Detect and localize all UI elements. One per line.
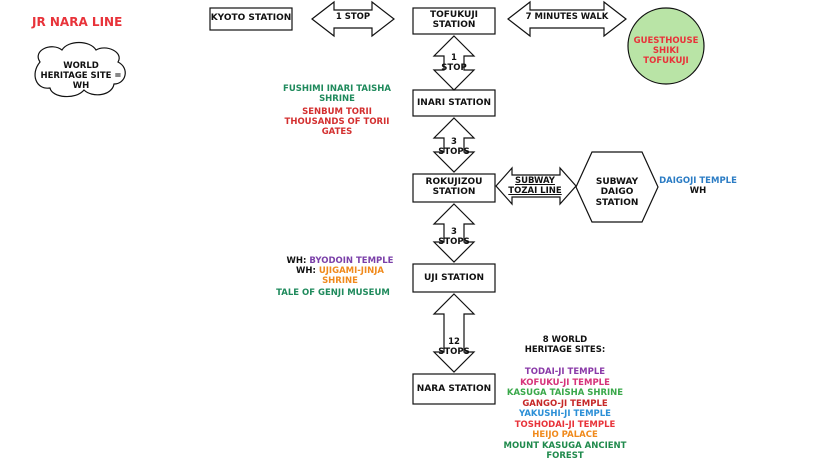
inari-shrine-note: FUSHIMI INARI TAISHA SHRINE [283,84,391,104]
nara-heritage-site: TODAI-JI TEMPLE [524,367,606,377]
daigo-station-label: SUBWAY DAIGO STATION [595,177,639,208]
ujigami-note: WH: UJIGAMI-JINJA SHRINE [280,266,400,287]
nara-station-label: NARA STATION [416,384,492,394]
genji-museum-note: TALE OF GENJI MUSEUM [276,288,390,298]
senbum-torii-note: SENBUM TORII [302,107,372,117]
kyoto-station-box [209,7,293,31]
nara-heritage-site: YAKUSHI-JI TEMPLE [519,409,611,419]
rokujizou-daigo-line: SUBWAY TOZAI LINE [508,176,562,196]
uji-station-label: UJI STATION [424,273,484,283]
nara-heritage-site: KOFUKU-JI TEMPLE [520,377,610,388]
rokujizou-station-box [412,173,496,203]
legend-cloud [34,41,126,98]
torii-gates-note: THOUSANDS OF TORII GATES [284,117,390,137]
kyoto-tofukuji-arrow [311,0,395,38]
daigoji-temple-note: DAIGOJI TEMPLE [659,176,737,186]
diagram-title: JR NARA LINE [32,15,123,29]
tofukuji-guesthouse-walk: 7 MINUTES WALK [525,12,609,22]
rokujizou-station-label: ROKUJIZOU STATION [425,177,483,198]
kyoto-station-label: KYOTO STATION [210,13,292,23]
kyoto-tofukuji-stops: 1 STOP [335,12,371,22]
nara-heritage-site: HEIJO PALACE [532,430,598,440]
inari-rokujizou-arrow [432,117,476,173]
rokujizou-uji-stops: 3 STOPS [438,227,470,247]
uji-nara-arrow [432,293,476,373]
nara-heritage-site: GANGO-JI TEMPLE [522,398,608,409]
ujigami-wh-prefix: WH: [296,266,316,276]
inari-station-label: INARI STATION [416,98,492,108]
byodoin-wh-prefix: WH: [286,256,307,266]
legend-text: WORLD HERITAGE SITE = WH [40,61,122,91]
guesthouse-label: GUESTHOUSE SHIKI TOFUKUJI [633,36,699,66]
uji-station-box [412,263,496,293]
tofukuji-inari-stops: 1 STOP [441,53,467,73]
guesthouse-circle [627,7,705,85]
nara-heritage-heading: 8 WORLD HERITAGE SITES: [524,335,606,355]
ujigami-name: UJIGAMI-JINJA SHRINE [318,266,384,286]
byodoin-name: BYODOIN TEMPLE [309,256,394,266]
daigo-station-hexagon [575,151,659,223]
rokujizou-daigo-arrow [495,166,577,206]
nara-heritage-site: KASUGA TAISHA SHRINE [506,388,624,398]
inari-rokujizou-stops: 3 STOPS [438,137,470,157]
tofukuji-guesthouse-arrow [507,0,627,38]
nara-heritage-site: MOUNT KASUGA ANCIENT FOREST [503,440,627,462]
tofukuji-station-label: TOFUKUJI STATION [429,10,479,31]
byodoin-note: WH: BYODOIN TEMPLE [270,256,410,267]
uji-nara-stops: 12 STOPS [438,337,470,357]
rokujizou-uji-arrow [432,203,476,263]
nara-heritage-site: TOSHODAI-JI TEMPLE [514,419,616,430]
tofukuji-inari-arrow [432,35,476,91]
daigoji-wh-note: WH [689,186,707,196]
nara-station-box [412,373,496,405]
tofukuji-station-box [412,7,496,35]
